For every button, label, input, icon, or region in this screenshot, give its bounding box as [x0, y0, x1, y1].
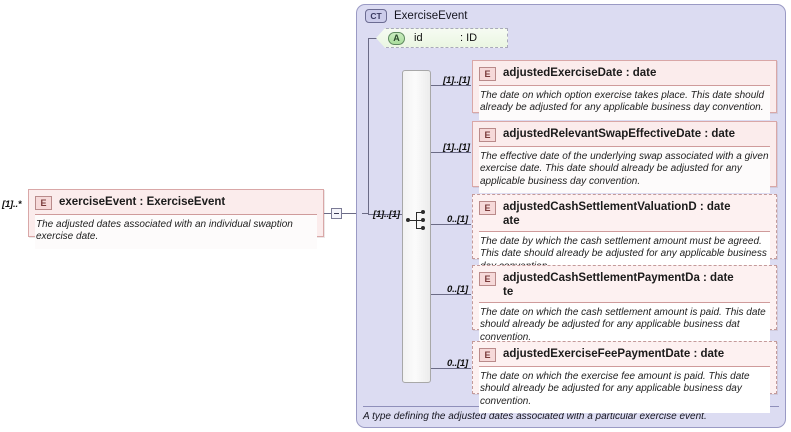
attribute-icon: A — [388, 31, 405, 45]
element-box-adjustedCashSettlementPaymentDate[interactable]: E adjustedCashSettlementPaymentDa : date… — [472, 265, 777, 349]
element-icon: E — [35, 196, 52, 210]
collapse-toggle[interactable] — [331, 208, 342, 219]
attribute-type: : ID — [460, 32, 478, 44]
child-5-documentation: The date on which the exercise fee amoun… — [479, 366, 770, 413]
child-1-cardinality: [1]..[1] — [443, 75, 470, 86]
attribute-id-box[interactable]: A id : ID — [376, 28, 508, 48]
element-box-adjustedCashSettlementValuationDate[interactable]: E adjustedCashSettlementValuationD : dat… — [472, 194, 777, 278]
child-1-documentation: The date on which option exercise takes … — [479, 85, 770, 120]
child-2-documentation: The effective date of the underlying swa… — [479, 146, 770, 193]
minus-icon — [334, 213, 339, 214]
connector-spine-to-sequence — [368, 214, 402, 215]
connector-child-5 — [431, 368, 471, 369]
element-box-adjustedExerciseFeePaymentDate[interactable]: E adjustedExerciseFeePaymentDate : date … — [472, 341, 777, 413]
connector-root-to-toggle — [324, 213, 332, 214]
child-2-header: E adjustedRelevantSwapEffectiveDate : da… — [473, 122, 776, 146]
connector-ct-entry — [362, 213, 369, 214]
child-1-title: adjustedExerciseDate : date — [503, 67, 657, 79]
connector-child-2 — [431, 152, 471, 153]
sequence-icon — [406, 209, 430, 231]
child-5-cardinality: 0..[1] — [447, 358, 468, 369]
connector-toggle-to-ct — [342, 213, 362, 214]
connector-child-1 — [431, 85, 471, 86]
element-icon: E — [479, 128, 496, 142]
child-3-cardinality: 0..[1] — [447, 214, 468, 225]
connector-child-3 — [431, 224, 471, 225]
child-2-title: adjustedRelevantSwapEffectiveDate : date — [503, 128, 735, 140]
child-5-title: adjustedExerciseFeePaymentDate : date — [503, 348, 725, 360]
complextype-title: ExerciseEvent — [394, 10, 468, 22]
complextype-header: CT ExerciseEvent — [365, 9, 468, 23]
connector-child-4 — [431, 294, 471, 295]
element-icon: E — [479, 67, 496, 81]
child-4-title-wrap: te — [503, 285, 514, 298]
sequence-compositor[interactable] — [402, 70, 431, 383]
complextype-icon: CT — [365, 9, 387, 23]
child-4-title: adjustedCashSettlementPaymentDa : date — [503, 272, 734, 284]
child-4-header: E adjustedCashSettlementPaymentDa : date… — [473, 266, 776, 302]
child-3-title: adjustedCashSettlementValuationD : date — [503, 201, 731, 213]
child-4-cardinality: 0..[1] — [447, 284, 468, 295]
element-icon: E — [479, 201, 496, 215]
child-1-header: E adjustedExerciseDate : date — [473, 61, 776, 85]
attribute-name: id — [414, 32, 423, 44]
element-icon: E — [479, 348, 496, 362]
child-4-title-group: adjustedCashSettlementPaymentDa : date t… — [503, 271, 734, 298]
sequence-cardinality: [1]..[1] — [373, 209, 400, 220]
root-element-title: exerciseEvent : ExerciseEvent — [59, 196, 226, 208]
connector-spine-to-attribute — [368, 38, 378, 39]
root-cardinality: [1]..* — [2, 199, 22, 210]
connector-spine-vertical — [368, 38, 369, 215]
child-3-title-wrap: ate — [503, 214, 520, 227]
element-box-adjustedExerciseDate[interactable]: E adjustedExerciseDate : date The date o… — [472, 60, 777, 120]
root-element-header: E exerciseEvent : ExerciseEvent — [29, 190, 323, 214]
root-element-documentation: The adjusted dates associated with an in… — [35, 214, 317, 249]
child-5-header: E adjustedExerciseFeePaymentDate : date — [473, 342, 776, 366]
child-3-title-group: adjustedCashSettlementValuationD : date … — [503, 200, 731, 227]
element-box-adjustedRelevantSwapEffectiveDate[interactable]: E adjustedRelevantSwapEffectiveDate : da… — [472, 121, 777, 193]
child-2-cardinality: [1]..[1] — [443, 142, 470, 153]
child-3-header: E adjustedCashSettlementValuationD : dat… — [473, 195, 776, 231]
element-icon: E — [479, 272, 496, 286]
root-element-box[interactable]: E exerciseEvent : ExerciseEvent The adju… — [28, 189, 324, 249]
